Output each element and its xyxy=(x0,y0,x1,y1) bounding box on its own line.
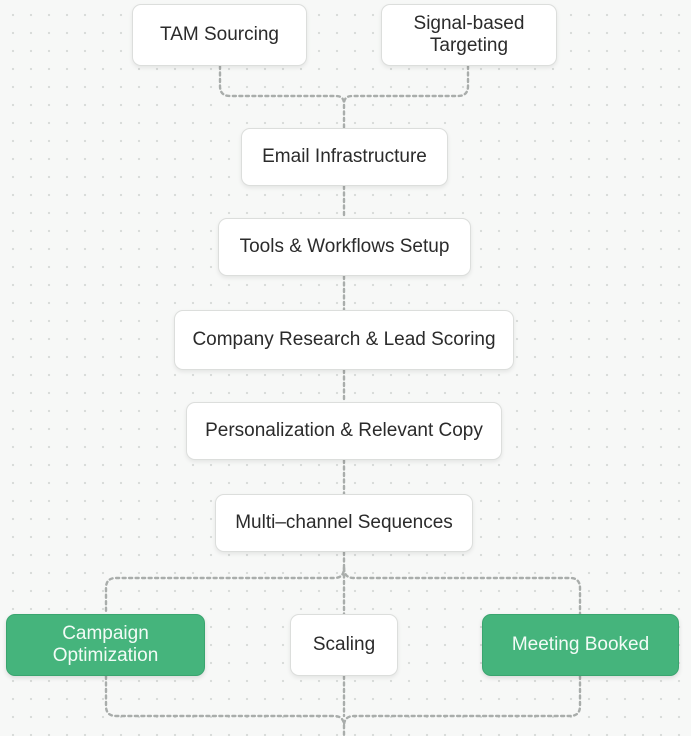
connector-multichannel-to-optimization xyxy=(104,550,346,616)
connector-meeting-loop xyxy=(342,674,582,728)
connector-optimization-loop xyxy=(104,674,346,736)
node-email-infrastructure: Email Infrastructure xyxy=(241,128,448,186)
connector-tam-to-email xyxy=(218,64,346,130)
connector-signal-to-email xyxy=(342,64,470,106)
node-scaling: Scaling xyxy=(290,614,398,676)
node-company-research-lead-scoring: Company Research & Lead Scoring xyxy=(174,310,514,370)
node-tam-sourcing: TAM Sourcing xyxy=(132,4,307,66)
node-personalization-relevant-copy: Personalization & Relevant Copy xyxy=(186,402,502,460)
node-campaign-optimization: Campaign Optimization xyxy=(6,614,205,676)
node-signal-based-targeting: Signal-based Targeting xyxy=(381,4,557,66)
connector-multichannel-to-meeting xyxy=(342,566,582,616)
node-meeting-booked: Meeting Booked xyxy=(482,614,679,676)
node-tools-workflows-setup: Tools & Workflows Setup xyxy=(218,218,471,276)
node-multichannel-sequences: Multi–channel Sequences xyxy=(215,494,473,552)
